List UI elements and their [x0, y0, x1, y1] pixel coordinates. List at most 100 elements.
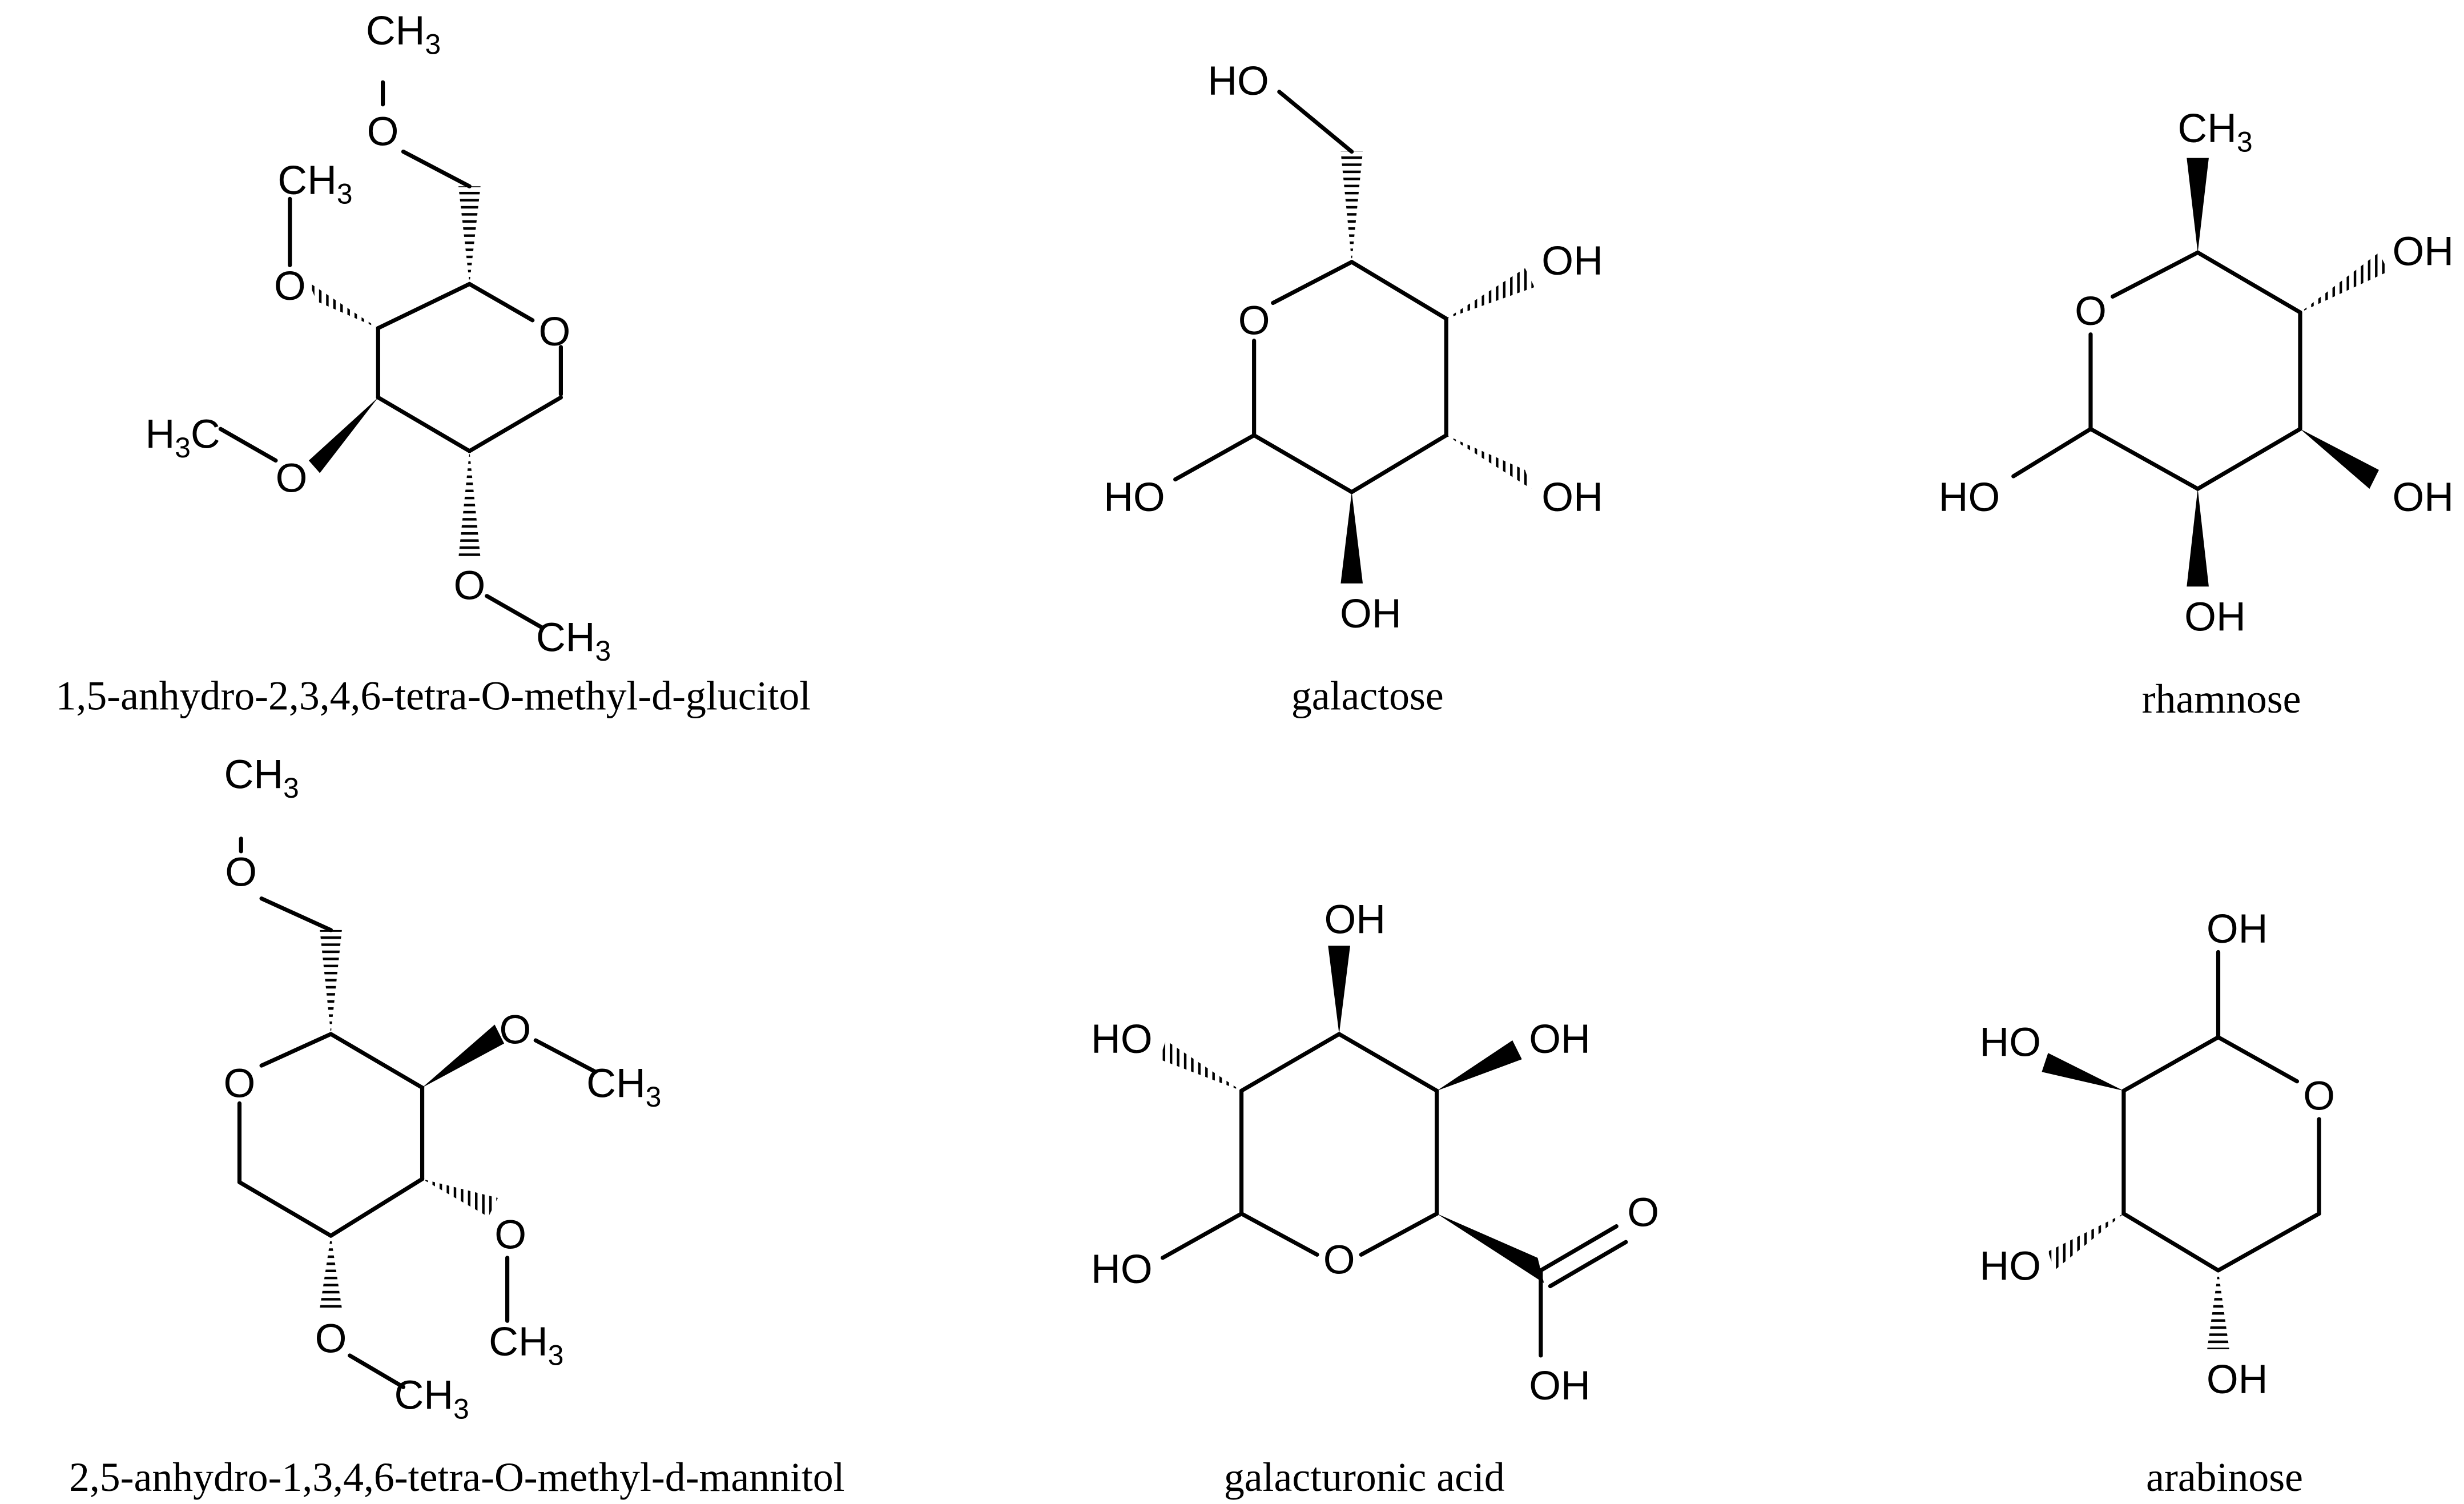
arabinose-structure [2042, 950, 2321, 1349]
label-oxygen: O [453, 562, 485, 608]
bond [2196, 250, 2302, 315]
bond [2088, 427, 2200, 491]
bond [485, 594, 544, 630]
bond [1539, 1224, 1618, 1273]
bond [467, 282, 535, 323]
bond [376, 282, 472, 331]
bond [2121, 1035, 2221, 1093]
label-carbonyl-oxygen: O [1627, 1190, 1659, 1236]
hash-bond [422, 1179, 498, 1217]
hash-bond [2207, 1270, 2229, 1349]
label-oxygen: O [276, 456, 308, 501]
hash-bond [1446, 435, 1532, 489]
label-ho: HO [1939, 474, 2000, 520]
bond [376, 395, 472, 453]
rhamnose-structure [2011, 158, 2389, 587]
glucitol-structure [218, 80, 563, 630]
bond [533, 1038, 598, 1074]
label-oh: OH [2392, 474, 2454, 520]
compound-name-galactose: galactose [1291, 673, 1444, 718]
bond [1271, 260, 1354, 305]
hash-bond [1159, 1040, 1242, 1091]
label-oxygen: O [494, 1212, 526, 1257]
bond [1337, 1032, 1439, 1093]
bond [1548, 1240, 1628, 1289]
bond [2111, 250, 2200, 299]
label-oh: OH [1324, 896, 1386, 942]
bond [348, 1353, 406, 1389]
wedge-bond [2042, 1053, 2124, 1091]
galacturonic-acid-structure [1159, 946, 1628, 1358]
label-oh: OH [2207, 1357, 2268, 1402]
label-ch3: CH3 [224, 751, 299, 804]
label-oh: OH [1541, 474, 1603, 520]
bond [2196, 427, 2302, 491]
hash-bond [458, 186, 481, 284]
hash-bond [1446, 268, 1535, 319]
hash-bond [458, 451, 481, 558]
bond [237, 1180, 333, 1238]
hash-bond [308, 282, 379, 328]
compound-name-glucitol: 1,5-anhydro-2,3,4,6-tetra-O-methyl-d-glu… [56, 673, 811, 718]
hash-bond [2300, 252, 2389, 313]
compound-name-mannitol: 2,5-anhydro-1,3,4,6-tetra-O-methyl-d-man… [69, 1454, 845, 1500]
hash-bond [1340, 151, 1363, 262]
label-ch3: CH3 [2177, 106, 2252, 158]
label-oxygen: O [499, 1007, 531, 1053]
label-oxygen: O [367, 109, 399, 155]
compound-name-arabinose: arabinose [2146, 1454, 2303, 1500]
label-oxygen: O [274, 263, 306, 309]
label-ho: HO [1207, 58, 1269, 104]
bond [2216, 1035, 2300, 1084]
label-oh: OH [2392, 228, 2454, 274]
label-ring-oxygen: O [2303, 1073, 2335, 1119]
hash-bond [320, 1236, 342, 1309]
mannitol-structure [237, 837, 598, 1389]
label-oh: OH [1529, 1016, 1591, 1062]
bond [218, 427, 278, 463]
wedge-bond [1328, 946, 1350, 1034]
bond [2121, 1211, 2221, 1273]
label-ch3: CH3 [277, 158, 352, 210]
label-ho: HO [1091, 1246, 1153, 1292]
label-ho: HO [1979, 1020, 2041, 1065]
label-ch3: CH3 [489, 1319, 563, 1372]
label-ring-oxygen: O [1323, 1237, 1355, 1282]
label-oh: OH [2207, 906, 2268, 952]
bond [1359, 1211, 1439, 1257]
label-ring-oxygen: O [2075, 288, 2107, 334]
wedge-bond [308, 397, 379, 473]
label-oh: OH [1340, 591, 1402, 637]
bond [401, 150, 472, 188]
bond [1350, 260, 1448, 321]
label-ch3: CH3 [536, 614, 611, 667]
bond [1350, 433, 1448, 494]
wedge-bond [422, 1024, 505, 1088]
wedge-bond [2187, 158, 2209, 253]
galactose-structure [1173, 90, 1535, 584]
label-ch3: CH3 [366, 8, 441, 61]
bond [1173, 433, 1257, 482]
label-ring-oxygen: O [224, 1060, 256, 1106]
wedge-bond [1436, 1040, 1522, 1091]
wedge-bond [2300, 429, 2379, 489]
compound-name-galacturonic-acid: galacturonic acid [1224, 1454, 1505, 1500]
bond [2011, 427, 2093, 478]
bond [328, 1032, 425, 1090]
bond [1239, 1032, 1342, 1093]
wedge-bond [1340, 492, 1363, 584]
label-ho: HO [1091, 1016, 1153, 1062]
hash-bond [320, 930, 342, 1034]
wedge-bond [1436, 1213, 1544, 1283]
bond [467, 395, 563, 453]
label-ring-oxygen: O [1238, 298, 1270, 344]
label-ch3: CH3 [394, 1373, 469, 1425]
bond [2216, 1211, 2321, 1273]
label-oh: OH [2184, 594, 2246, 640]
label-ho: HO [1104, 474, 1165, 520]
label-ho: HO [1979, 1243, 2041, 1289]
label-ch3: CH3 [586, 1060, 661, 1113]
label-oh: OH [1529, 1363, 1591, 1409]
compound-name-rhamnose: rhamnose [2142, 676, 2301, 722]
